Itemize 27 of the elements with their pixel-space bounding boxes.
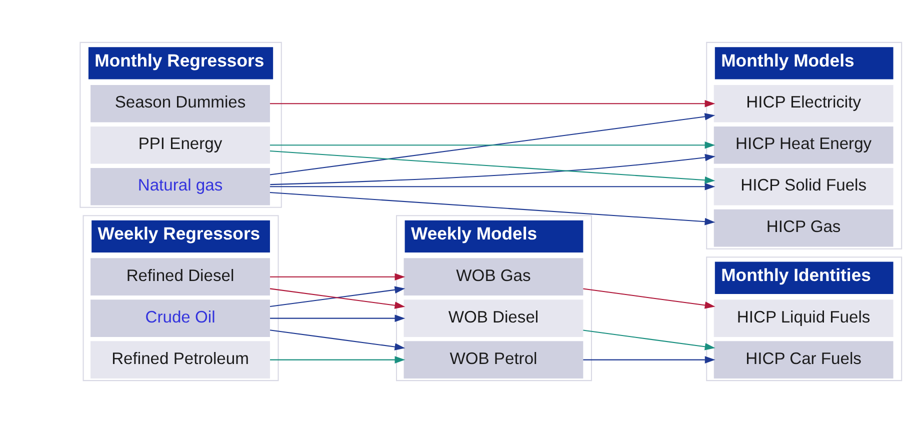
node-box: HICP Gas: [713, 208, 893, 246]
node-box: HICP Heat Energy: [713, 126, 893, 164]
node-box: HICP Car Fuels: [713, 340, 893, 378]
arrow: [269, 182, 715, 190]
arrow: [269, 329, 405, 350]
node-box: Natural gas: [90, 167, 270, 205]
node-box: WOB Petrol: [403, 340, 583, 378]
arrow: [270, 314, 405, 322]
node-box: HICP Electricity: [713, 84, 893, 122]
arrow: [270, 356, 405, 363]
arrow: [582, 288, 715, 308]
arrow: [269, 100, 715, 107]
node-box: Season Dummies: [90, 84, 270, 122]
node-box: PPI Energy: [90, 126, 270, 164]
node-box: Refined Diesel: [90, 258, 270, 295]
node-box: HICP Solid Fuels: [713, 167, 893, 205]
node-box: WOB Gas: [403, 258, 583, 295]
node-box: HICP Liquid Fuels: [713, 299, 893, 336]
arrow: [582, 356, 715, 363]
arrow: [582, 329, 715, 350]
arrow: [269, 141, 715, 148]
node-box: Refined Petroleum: [90, 340, 270, 378]
arrow: [269, 112, 715, 175]
arrow: [269, 192, 715, 225]
node-box: WOB Diesel: [403, 299, 583, 336]
arrow: [270, 272, 405, 280]
node-box: Crude Oil: [90, 299, 270, 336]
